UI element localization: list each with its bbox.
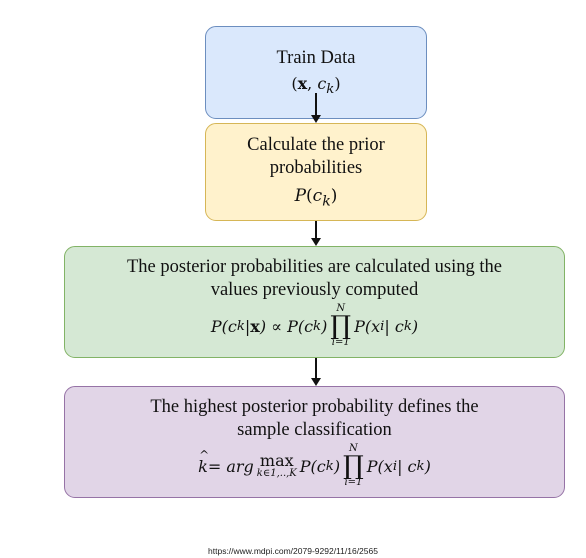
posterior-box: The posterior probabilities are calculat… (64, 246, 565, 358)
classify-line-1: The highest posterior probability define… (150, 397, 479, 417)
prior-probabilities-box: Calculate the prior probabilities P(ck) (205, 123, 427, 221)
argmax-operator: max k∈1,..,K (256, 451, 297, 479)
classification-formula: k = arg max k∈1,..,K P(ck) N ∏ i=1 P(xi … (198, 444, 431, 488)
arrow-posterior-to-classification (311, 358, 321, 386)
posterior-line-2: values previously computed (210, 280, 419, 300)
classify-line-2: sample classification (237, 420, 392, 440)
arrow-train-to-prior (311, 93, 321, 123)
posterior-line-1: The posterior probabilities are calculat… (126, 257, 502, 277)
prior-line-2: probabilities (269, 158, 363, 179)
product-operator: N ∏ i=1 (330, 303, 352, 348)
train-data-title: Train Data (276, 48, 356, 69)
train-data-formula: (x, ck) (291, 74, 341, 98)
prior-line-1: Calculate the prior (247, 135, 385, 156)
source-url-caption: https://www.mdpi.com/2079-9292/11/16/256… (208, 546, 378, 556)
prior-formula: P(ck) (294, 186, 338, 210)
arrow-prior-to-posterior (311, 221, 321, 246)
classification-box: The highest posterior probability define… (64, 386, 565, 498)
product-operator: N ∏ i=1 (343, 443, 364, 488)
